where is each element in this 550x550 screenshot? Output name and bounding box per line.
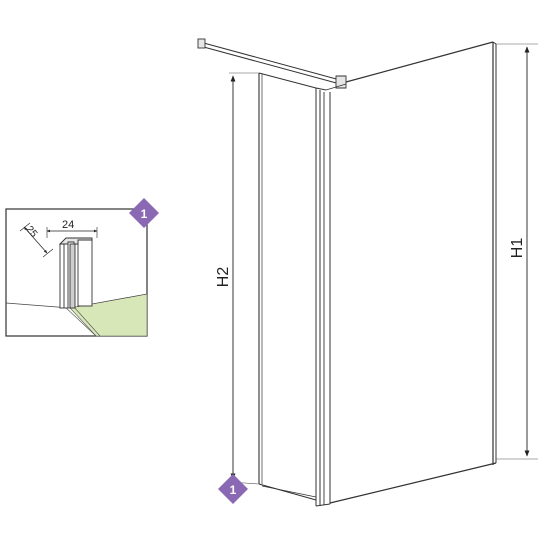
side-glass-panel bbox=[258, 72, 317, 501]
dimension-h1: H1 bbox=[496, 43, 538, 460]
location-marker-badge: 1 bbox=[218, 474, 248, 504]
location-marker-number: 1 bbox=[230, 483, 237, 497]
detail-inset: 24 25 bbox=[5, 208, 148, 337]
stabilizer-bar bbox=[197, 38, 347, 89]
corner-profile bbox=[315, 87, 331, 507]
wall-profile bbox=[58, 237, 93, 309]
diamond-badge-icon bbox=[218, 474, 248, 504]
dimension-h2: H2 bbox=[215, 72, 260, 485]
dimension-label-h1: H1 bbox=[509, 238, 526, 259]
main-glass-panel bbox=[329, 41, 497, 504]
dimension-label-24: 24 bbox=[62, 219, 74, 231]
detail-marker-number: 1 bbox=[141, 207, 148, 221]
dimension-label-h2: H2 bbox=[215, 267, 232, 288]
shower-wall bbox=[197, 38, 497, 507]
detail-marker-badge: 1 bbox=[129, 198, 159, 228]
diamond-badge-icon bbox=[129, 198, 159, 228]
